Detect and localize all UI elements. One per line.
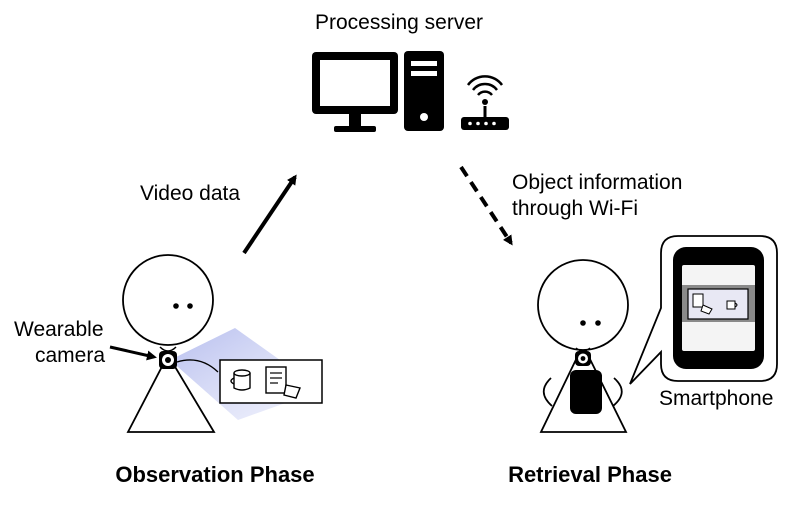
download-arrow bbox=[459, 165, 513, 246]
download-label-line2: through Wi-Fi bbox=[512, 197, 639, 220]
camera-pointer-arrow bbox=[109, 345, 157, 361]
server-title: Processing server bbox=[314, 11, 484, 34]
observer-person bbox=[122, 254, 216, 433]
wearable-camera-icon bbox=[159, 346, 177, 369]
observation-phase-label: Observation Phase bbox=[115, 462, 315, 487]
held-phone bbox=[570, 370, 602, 414]
cup-icon bbox=[230, 369, 251, 391]
retrieval-phase-label: Retrieval Phase bbox=[508, 462, 672, 487]
camera-label-line2: camera bbox=[35, 344, 106, 367]
router-icon bbox=[461, 75, 509, 130]
smartphone-label: Smartphone bbox=[659, 387, 774, 410]
captured-scene-card bbox=[219, 359, 323, 404]
camera-label-line1: Wearable bbox=[14, 318, 104, 341]
document-icon bbox=[265, 366, 301, 399]
upload-arrow bbox=[242, 174, 297, 255]
upload-label: Video data bbox=[140, 182, 241, 205]
server-group bbox=[312, 51, 509, 132]
download-label-line1: Object information bbox=[512, 171, 683, 194]
smartphone-icon bbox=[673, 247, 764, 369]
monitor-icon bbox=[312, 52, 398, 132]
retriever-camera-icon bbox=[575, 347, 591, 366]
tower-icon bbox=[404, 51, 444, 131]
camera-cable bbox=[176, 359, 219, 373]
